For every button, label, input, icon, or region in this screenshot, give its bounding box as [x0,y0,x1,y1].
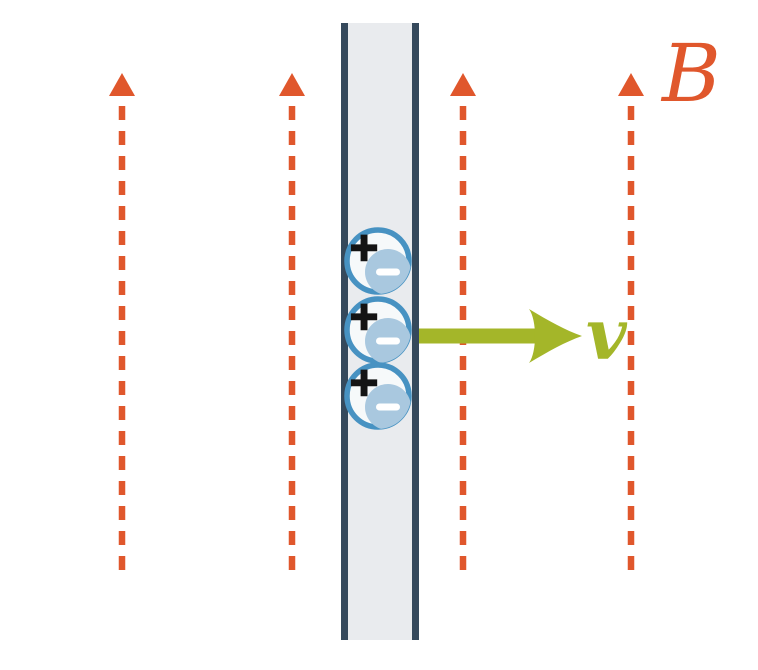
charge-carriers: + + + [344,224,412,430]
field-arrowhead-icon [279,73,305,96]
field-label: B [660,27,721,120]
field-arrowhead-icon [450,73,476,96]
atom: + [344,293,412,364]
velocity-label: v [586,293,628,376]
atom: + [344,359,412,430]
field-line [109,73,135,578]
plus-symbol: + [348,294,380,338]
minus-icon [376,337,400,345]
field-arrowhead-icon [618,73,644,96]
velocity-arrow [419,309,582,363]
field-line [618,73,644,578]
plus-symbol: + [348,360,380,404]
velocity-shaft [419,328,540,344]
minus-icon [376,268,400,276]
atom: + [344,224,412,295]
field-line [279,73,305,578]
field-arrowhead-icon [109,73,135,96]
minus-icon [376,403,400,411]
plus-symbol: + [348,225,380,269]
velocity-arrowhead-icon [529,309,582,363]
field-line [450,73,476,578]
